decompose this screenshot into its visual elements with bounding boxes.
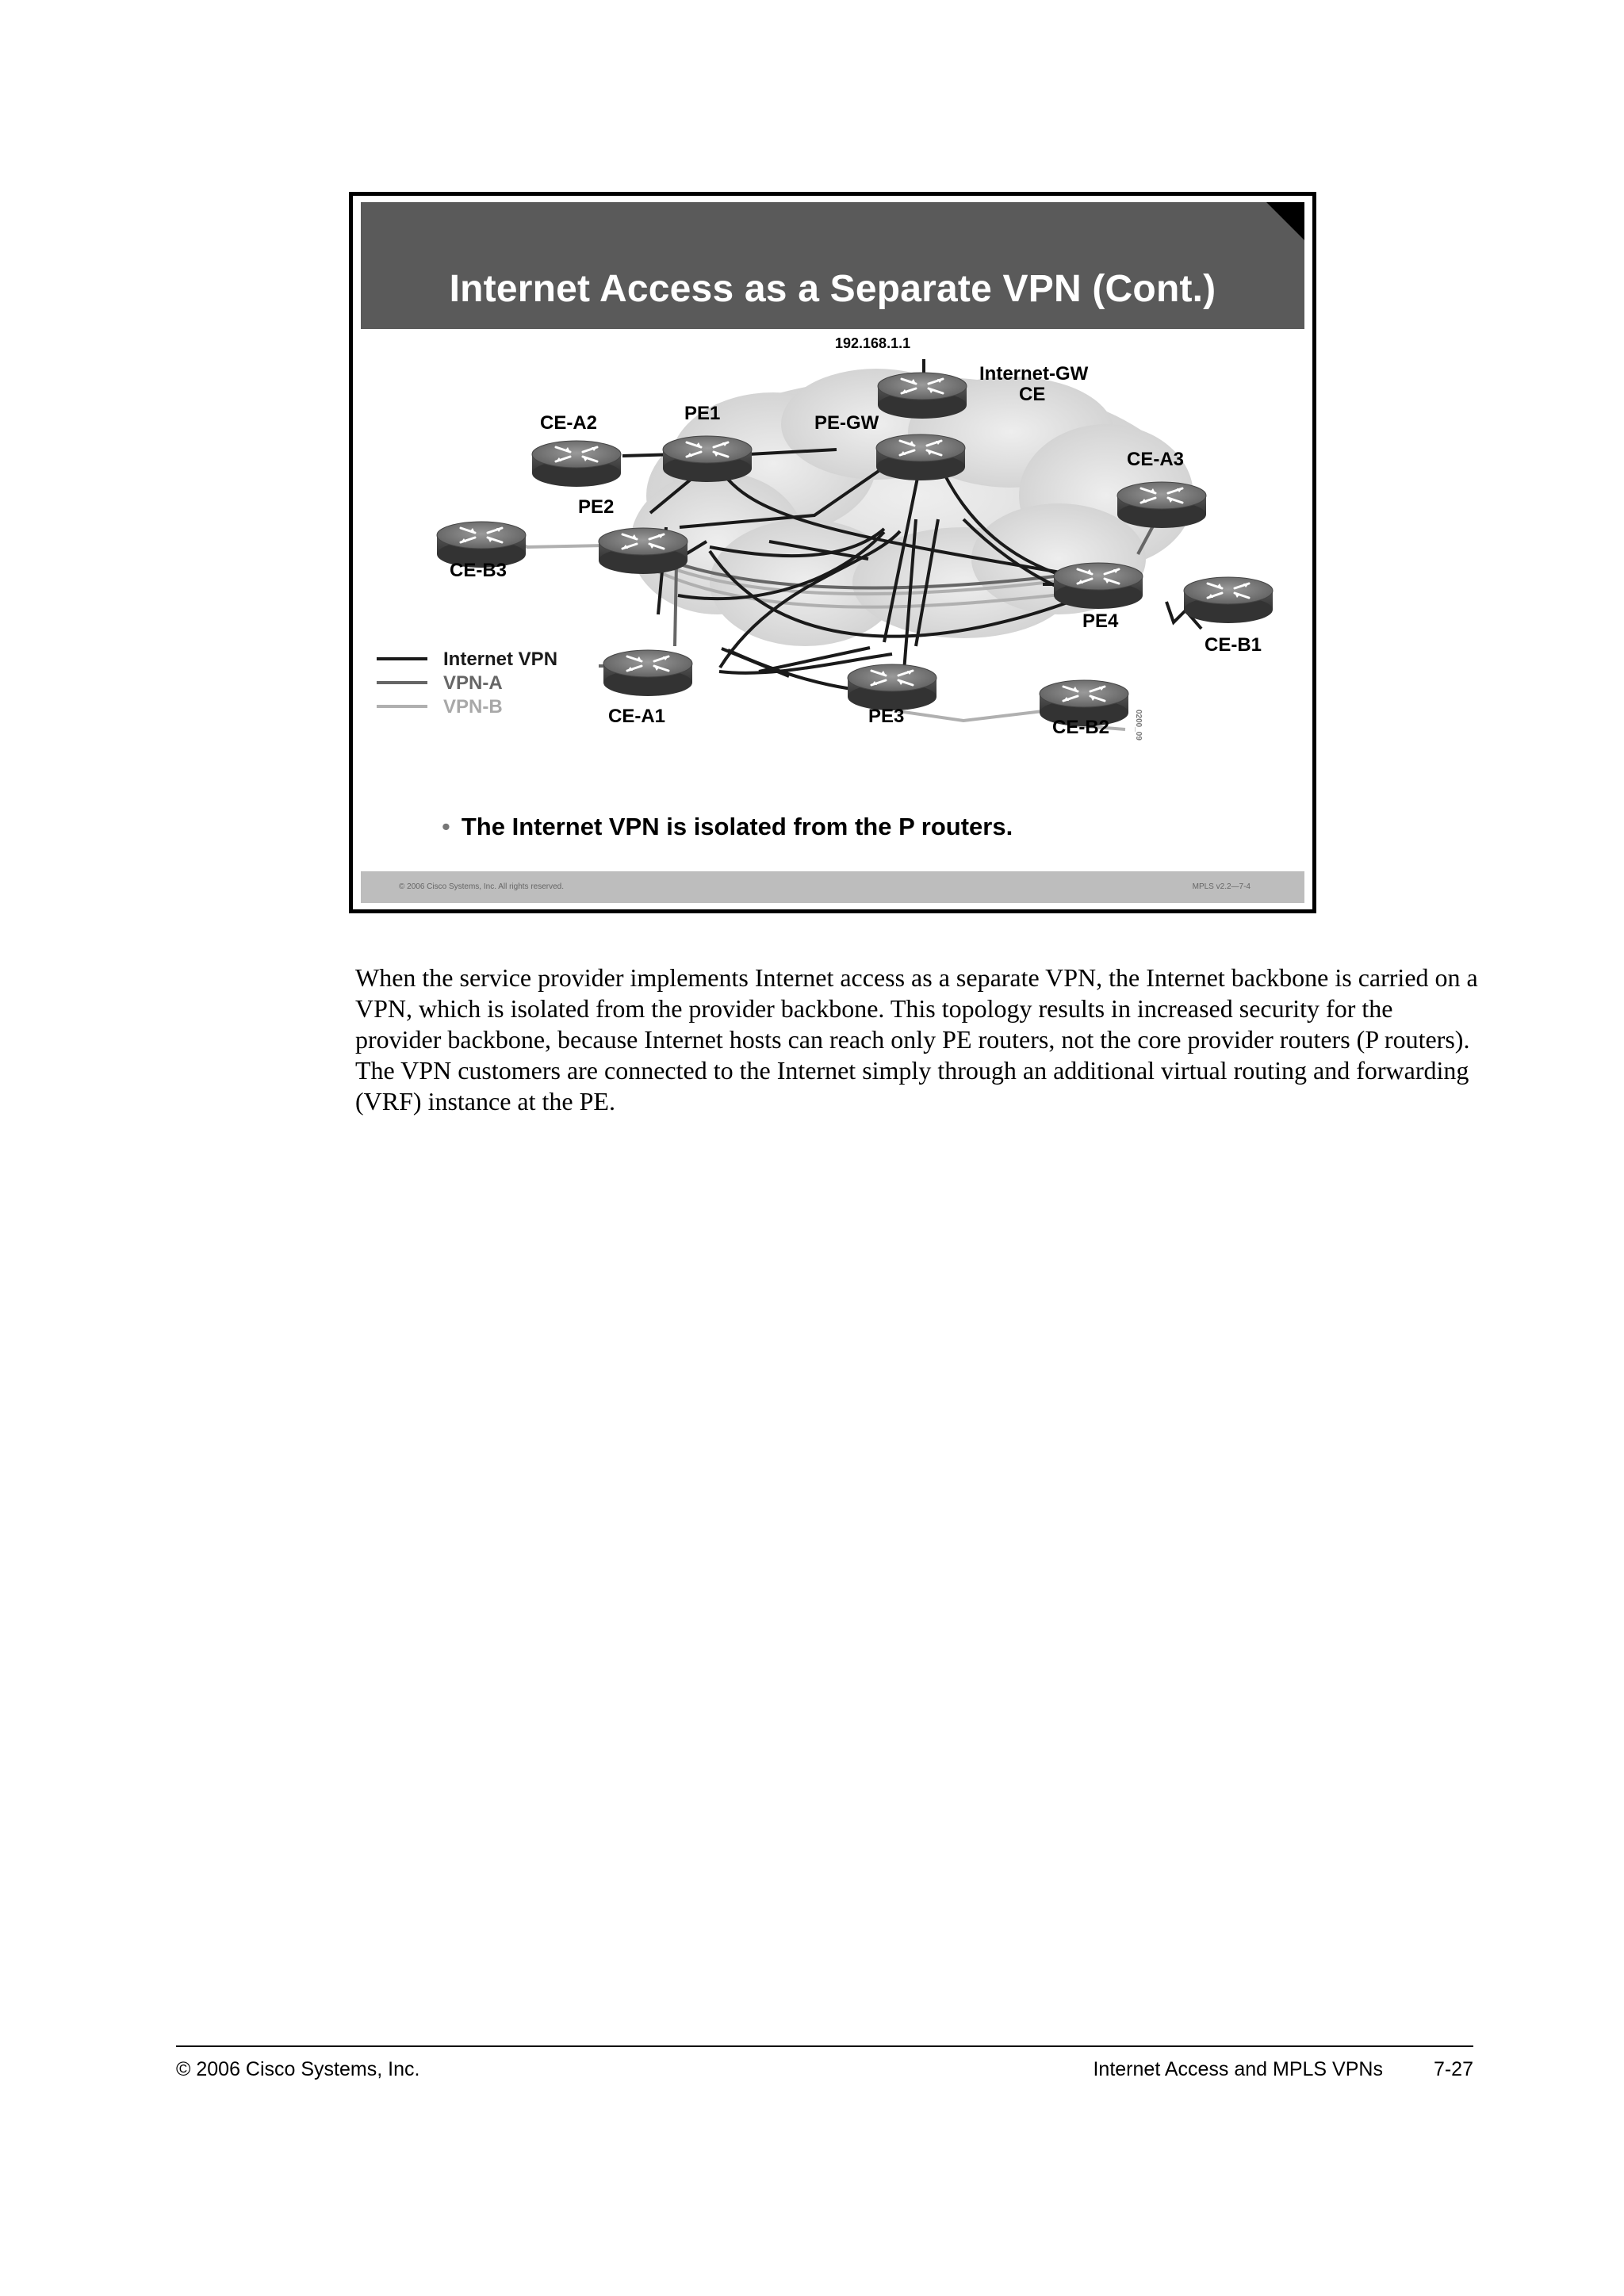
router-internet-gw-ce <box>876 371 968 420</box>
slide-footer: © 2006 Cisco Systems, Inc. All rights re… <box>361 871 1304 903</box>
label-internet-gw-ce: CE <box>1019 384 1045 405</box>
slide-title: Internet Access as a Separate VPN (Cont.… <box>449 268 1216 310</box>
label-internet-gw: Internet-GW <box>979 363 1089 385</box>
slide-figure: Internet Access as a Separate VPN (Cont.… <box>349 192 1316 913</box>
legend-vpn-b: VPN-B <box>443 696 503 718</box>
label-pe2: PE2 <box>578 496 614 518</box>
label-ce-a1: CE-A1 <box>608 706 665 727</box>
router-ce-a2 <box>530 439 622 488</box>
router-pe-gw <box>875 433 967 482</box>
bullet-text: The Internet VPN is isolated from the P … <box>461 813 1013 840</box>
diagram-legend: Internet VPN VPN-A VPN-B <box>377 649 557 718</box>
label-pe3: PE3 <box>868 706 904 727</box>
footer-copyright: © 2006 Cisco Systems, Inc. <box>176 2058 420 2080</box>
label-pe1: PE1 <box>684 403 720 424</box>
title-bar-corner <box>1266 202 1304 240</box>
slide-copyright: © 2006 Cisco Systems, Inc. All rights re… <box>399 882 565 891</box>
label-ce-a2: CE-A2 <box>540 412 597 434</box>
router-ce-a3 <box>1116 480 1208 530</box>
bullet-dot: • <box>442 813 450 840</box>
slide-course-code: MPLS v2.2—7-4 <box>1192 882 1251 891</box>
label-ce-b3: CE-B3 <box>450 560 507 581</box>
router-pe2 <box>597 526 689 576</box>
slide-title-bar: Internet Access as a Separate VPN (Cont.… <box>361 202 1304 329</box>
router-ce-a1 <box>602 649 694 698</box>
label-ce-b1: CE-B1 <box>1205 634 1262 656</box>
router-ce-b1 <box>1182 576 1274 625</box>
page-number: 7-27 <box>1433 2058 1473 2080</box>
footer-section-title: Internet Access and MPLS VPNs <box>1093 2058 1383 2080</box>
slide-content: Internet Access as a Separate VPN (Cont.… <box>361 202 1304 903</box>
label-ce-a3: CE-A3 <box>1127 449 1184 470</box>
legend-vpn-a: VPN-A <box>443 672 503 694</box>
label-pe4: PE4 <box>1082 610 1119 632</box>
label-pe-gw: PE-GW <box>814 412 879 434</box>
router-pe1 <box>661 434 753 484</box>
footer-right: Internet Access and MPLS VPNs 7-27 <box>1093 2058 1473 2081</box>
ip-address-label: 192.168.1.1 <box>835 335 910 351</box>
body-paragraph: When the service provider implements Int… <box>355 963 1478 1115</box>
internet-vpn-links <box>626 359 1203 702</box>
legend-internet-vpn: Internet VPN <box>443 649 557 670</box>
slide-bullet: • The Internet VPN is isolated from the P… <box>442 813 1013 841</box>
footer-rule <box>176 2045 1473 2047</box>
figure-id: 0200_09 <box>1134 710 1143 740</box>
network-diagram: 192.168.1.1 Internet-GW CE PE-GW PE1 CE-… <box>377 335 1274 740</box>
router-pe4 <box>1052 561 1144 610</box>
router-pe3 <box>846 663 938 712</box>
label-ce-b2: CE-B2 <box>1052 717 1109 738</box>
